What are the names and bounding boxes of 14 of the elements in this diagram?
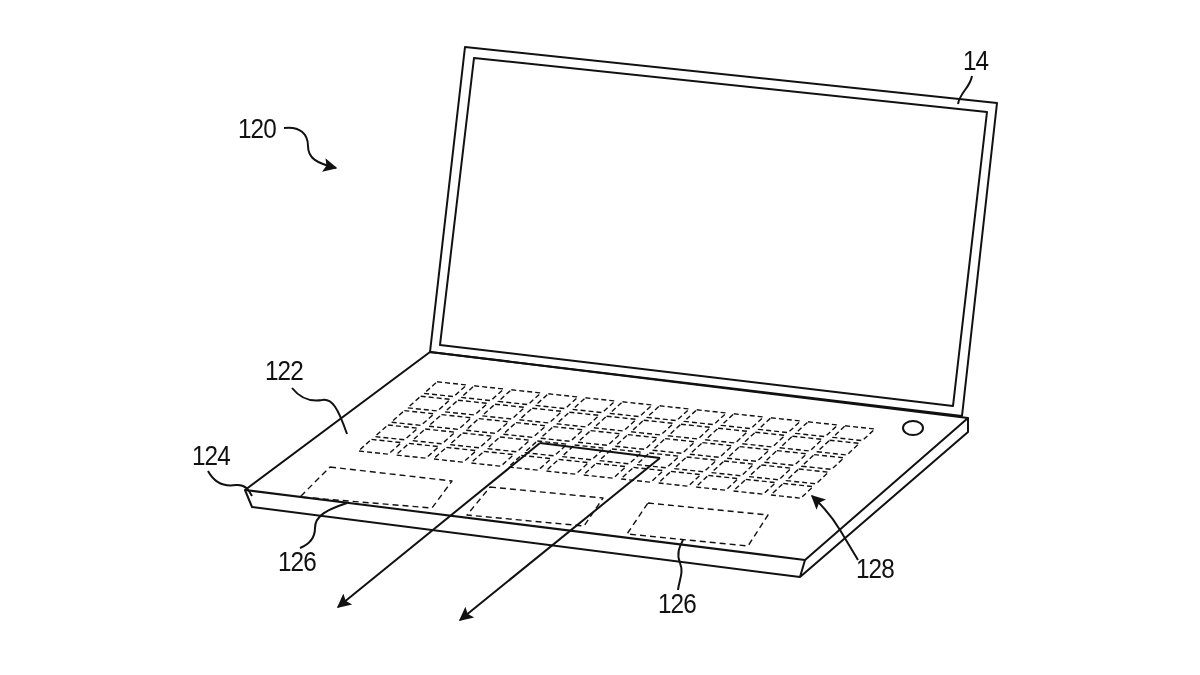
leader-line — [957, 75, 973, 105]
callout-number: 120 — [238, 116, 276, 143]
leader-line — [283, 126, 338, 172]
leader-line — [811, 495, 859, 561]
callout-number: 126 — [278, 549, 316, 576]
callout-number: 126 — [658, 591, 696, 618]
callout-number: 14 — [963, 48, 989, 75]
callout-number: 128 — [856, 556, 894, 583]
leader-line — [207, 470, 253, 497]
leader-line — [299, 502, 348, 549]
leader-line — [677, 539, 684, 591]
callout-number: 124 — [192, 443, 230, 470]
leader-line — [291, 387, 348, 435]
callout-number: 122 — [265, 358, 303, 385]
